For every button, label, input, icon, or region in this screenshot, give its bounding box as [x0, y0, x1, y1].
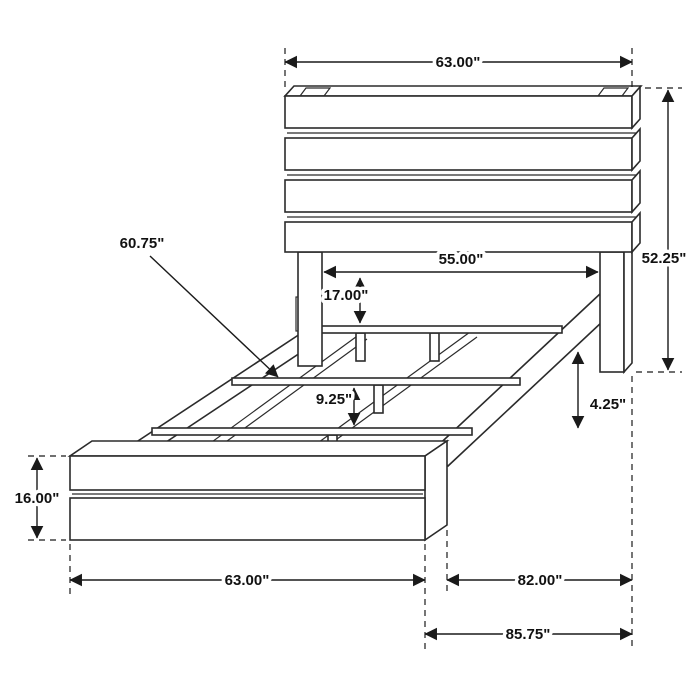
footboard [67, 439, 450, 542]
headboard-right-leg [599, 251, 625, 373]
right-leg-side [623, 240, 633, 375]
dim-label-rail-thickness: 4.25" [590, 396, 626, 413]
dim-label-headboard-width: 63.00" [436, 54, 481, 71]
footboard-plank-1 [69, 455, 426, 491]
headboard-left-leg [297, 251, 323, 367]
dimension-annotations: 63.00" 52.25" 60.75" 55.00" 17.00" 9.25"… [11, 51, 690, 647]
headboard-plank-4 [284, 221, 633, 253]
dim-footboard-height: 16.00" [11, 457, 63, 539]
headboard [283, 84, 643, 375]
dim-drop-height: 17.00" [320, 277, 372, 324]
headboard-top-face [283, 85, 643, 97]
dim-rail-length-callout: 60.75" [116, 232, 279, 378]
dim-label-headboard-height: 52.25" [642, 250, 687, 267]
slat-board [151, 427, 473, 436]
dim-label-slat-spacing: 9.25" [316, 391, 352, 408]
dim-label-footboard-width: 63.00" [225, 572, 270, 589]
dim-label-drop-height: 17.00" [324, 287, 369, 304]
slat-leg [373, 384, 384, 414]
dim-label-overall-length: 85.75" [506, 626, 551, 643]
headboard-plank-1 [284, 95, 633, 129]
slat-board [231, 377, 521, 386]
dim-overall-length: 85.75" [424, 623, 633, 647]
dim-rail-thickness: 4.25" [571, 351, 630, 429]
headboard-plank-3 [284, 179, 633, 213]
dim-headboard-height: 52.25" [638, 89, 690, 371]
slat-leg [429, 332, 440, 362]
slat-board [309, 325, 563, 334]
dim-headboard-width: 63.00" [284, 51, 633, 75]
slat-leg [355, 332, 366, 362]
dim-label-footboard-height: 16.00" [15, 490, 60, 507]
footboard-plank-2 [69, 497, 426, 541]
dim-label-frame-length: 82.00" [518, 572, 563, 589]
dim-frame-length: 82.00" [446, 569, 633, 593]
dim-inner-width: 55.00" [323, 248, 599, 279]
dim-slat-spacing: 9.25" [312, 387, 361, 426]
footboard-top-face [67, 440, 450, 457]
footboard-side-face [424, 439, 448, 542]
dim-label-rail-length: 60.75" [120, 235, 165, 252]
dim-footboard-width: 63.00" [69, 569, 426, 593]
dim-label-inner-width: 55.00" [439, 251, 484, 268]
headboard-plank-2 [284, 137, 633, 171]
